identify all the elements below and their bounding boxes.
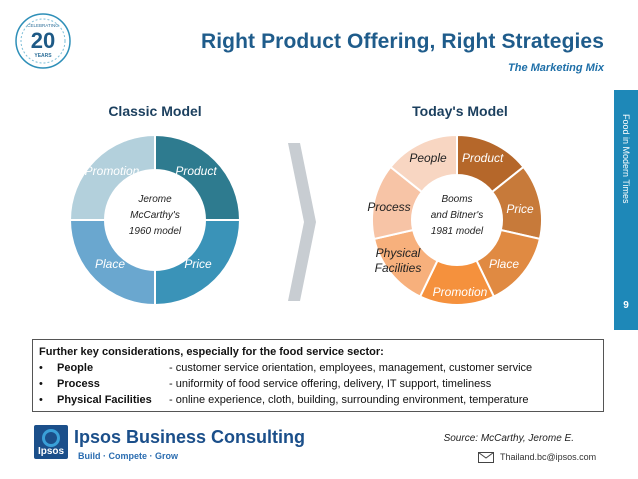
segment-label: Price: [506, 202, 534, 216]
side-tab-label: Food in Modern Times: [621, 114, 631, 204]
svg-text:CELEBRATING: CELEBRATING: [27, 23, 59, 28]
segment-label: Process: [367, 200, 410, 214]
mail-icon: [478, 452, 494, 463]
wheel-center-text: McCarthy's: [130, 210, 180, 221]
consideration-desc: - online experience, cloth, building, su…: [169, 394, 529, 406]
side-tab: Food in Modern Times 9: [614, 90, 638, 330]
segment-label: Product: [462, 151, 504, 165]
consideration-row: • People - customer service orientation,…: [39, 360, 597, 376]
wheel-center: [106, 171, 204, 269]
wheel-center-text: 1960 model: [129, 226, 182, 237]
ipsos-logo-text: Ipsos: [37, 446, 65, 457]
consideration-row: • Process - uniformity of food service o…: [39, 376, 597, 392]
wheel-center: [413, 176, 501, 264]
wheel-center-text: and Bitner's: [431, 210, 484, 221]
company-name: Ipsos Business Consulting: [74, 427, 306, 447]
bullet: •: [39, 394, 43, 406]
page-subtitle: The Marketing Mix: [508, 62, 604, 74]
wheel-center-text: Jerome: [137, 194, 172, 205]
segment-label: Product: [175, 164, 217, 178]
classic-model-title: Classic Model: [108, 103, 202, 119]
segment-label: Place: [95, 257, 125, 271]
wheel-segment: [68, 133, 156, 221]
bullet: •: [39, 378, 43, 390]
considerations-box: Further key considerations, especially f…: [32, 339, 604, 412]
consideration-desc: - customer service orientation, employee…: [169, 362, 533, 374]
svg-text:20: 20: [31, 28, 55, 53]
ipsos-logo-mark-icon: [42, 429, 60, 447]
consideration-row: • Physical Facilities - online experienc…: [39, 392, 597, 408]
consideration-term: Process: [57, 378, 100, 390]
wheel-center-text: Booms: [441, 194, 472, 205]
consideration-term: Physical Facilities: [57, 394, 152, 406]
transition-arrow-icon: [288, 143, 316, 301]
bullet: •: [39, 362, 43, 374]
considerations-heading: Further key considerations, especially f…: [39, 346, 384, 358]
svg-text:YEARS: YEARS: [34, 53, 52, 59]
contact-email[interactable]: Thailand.bc@ipsos.com: [500, 452, 597, 462]
segment-label: Promotion: [433, 285, 488, 299]
page-title: Right Product Offering, Right Strategies: [200, 30, 604, 53]
wheel-center-text: 1981 model: [431, 226, 484, 237]
segment-label: People: [409, 151, 447, 165]
source-note: Source: McCarthy, Jerome E.: [443, 433, 574, 444]
marketing-mix-diagram: ProductPricePlacePromotionJeromeMcCarthy…: [68, 133, 543, 307]
company-tagline: Build · Compete · Grow: [78, 451, 178, 461]
consideration-term: People: [57, 362, 94, 374]
consideration-desc: - uniformity of food service offering, d…: [169, 378, 492, 390]
segment-label: Price: [184, 257, 212, 271]
segment-label: Place: [489, 257, 519, 271]
page-number: 9: [623, 300, 629, 311]
ipsos-logo: Ipsos: [34, 425, 68, 459]
wheel-segment: [389, 133, 458, 194]
anniversary-20-logo: CELEBRATING 20 YEARS: [15, 13, 71, 69]
segment-label: Promotion: [85, 164, 140, 178]
todays-model-title: Today's Model: [412, 103, 508, 119]
